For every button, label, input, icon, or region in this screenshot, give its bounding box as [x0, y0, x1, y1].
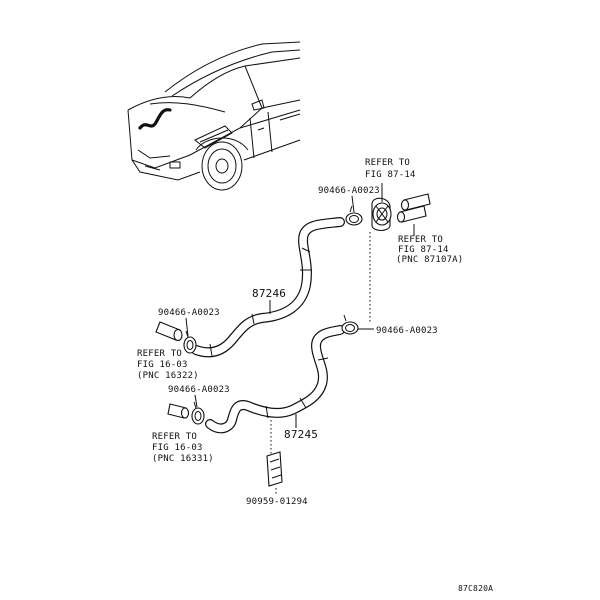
hose-clamp-right-middle [341, 314, 359, 335]
leader-lines [185, 183, 415, 496]
label-refer-right-line2: FIG 87-14 [398, 245, 449, 255]
label-refer-right-line3: (PNC 87107A) [396, 255, 463, 265]
hose-clamp-top [345, 205, 363, 226]
label-clamp-left-upper: 90466-A0023 [158, 308, 220, 318]
hose-clip [266, 451, 283, 487]
hose-87246 [191, 217, 345, 358]
label-hose-87245: 87245 [284, 428, 318, 441]
label-clip: 90959-01294 [246, 497, 308, 507]
label-refer-left-upper-line2: FIG 16-03 [137, 360, 188, 370]
label-clamp-top: 90466-A0023 [318, 186, 380, 196]
heater-grommet [371, 197, 392, 232]
label-refer-left-upper-line1: REFER TO [137, 349, 182, 359]
label-refer-left-lower-line3: (PNC 16331) [152, 454, 214, 464]
vehicle-locator-illustration [127, 41, 301, 191]
engine-pipe-lower [167, 403, 190, 419]
hose-87245 [205, 325, 345, 434]
label-refer-left-upper-line3: (PNC 16322) [137, 371, 199, 381]
figure-code: 87C820A [458, 584, 493, 593]
hose-clamp-left-lower [191, 401, 205, 425]
engine-pipe-upper [155, 321, 183, 342]
label-clamp-right-middle: 90466-A0023 [376, 326, 438, 336]
callout-labels: REFER TO FIG 87-14 90466-A0023 REFER TO … [137, 158, 493, 593]
label-hose-87246: 87246 [252, 287, 286, 300]
label-refer-top-line1: REFER TO [365, 158, 410, 168]
heater-pipes [396, 193, 431, 223]
label-clamp-left-lower: 90466-A0023 [168, 385, 230, 395]
label-refer-right-line1: REFER TO [398, 235, 443, 245]
label-refer-left-lower-line1: REFER TO [152, 432, 197, 442]
label-refer-left-lower-line2: FIG 16-03 [152, 443, 203, 453]
hose-clamp-left-upper [183, 330, 197, 354]
label-refer-top-line2: FIG 87-14 [365, 170, 416, 180]
